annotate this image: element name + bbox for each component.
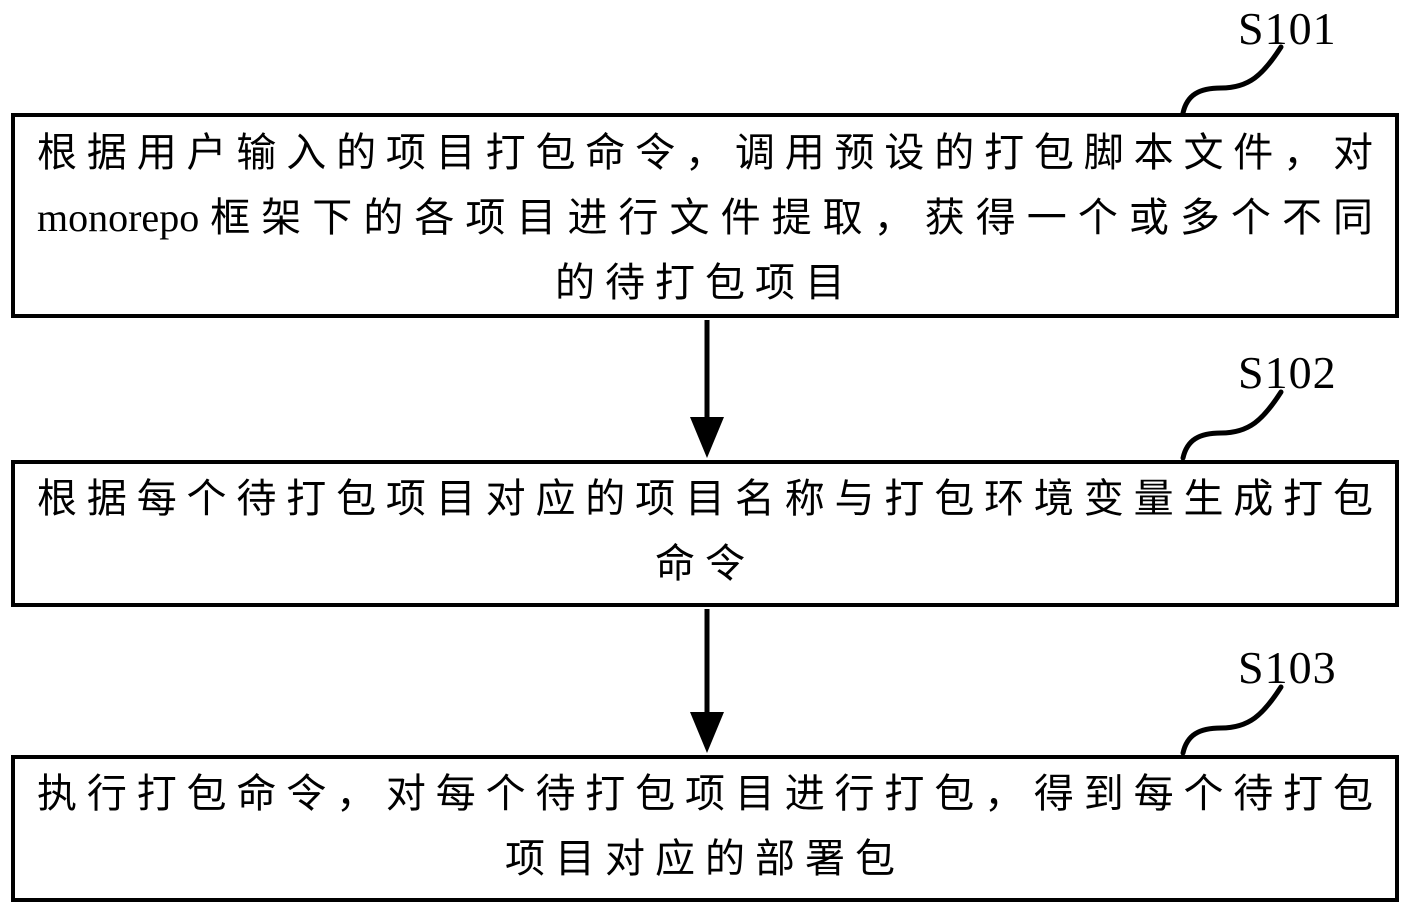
step-label-s101: S101 (1238, 3, 1337, 54)
step-text-line: 的待打包项目 (555, 260, 855, 305)
step-label-s102: S102 (1238, 347, 1337, 398)
step-box-s103: 执行打包命令，对每个待打包项目进行打包，得到每个待打包 项目对应的部署包 (11, 755, 1399, 902)
step-box-s101: 根据用户输入的项目打包命令，调用预设的打包脚本文件，对 monorepo框架下的… (11, 113, 1399, 318)
step-text-line: monorepo框架下的各项目进行文件提取，获得一个或多个不同 (37, 195, 1373, 240)
squiggle-connector-s102 (1180, 389, 1284, 461)
step-text-line: 命令 (655, 541, 755, 586)
squiggle-connector-s101 (1180, 44, 1284, 116)
step-label-s103: S103 (1238, 642, 1337, 693)
step-text-line: 根据用户输入的项目打包命令，调用预设的打包脚本文件，对 (37, 130, 1373, 175)
down-arrowhead-icon (690, 417, 724, 458)
squiggle-connector-s103 (1180, 684, 1284, 756)
step-box-s102: 根据每个待打包项目对应的项目名称与打包环境变量生成打包 命令 (11, 460, 1399, 607)
step-text-line: 根据每个待打包项目对应的项目名称与打包环境变量生成打包 (37, 476, 1373, 521)
step-text-line: 项目对应的部署包 (505, 836, 905, 881)
step-text-line: 执行打包命令，对每个待打包项目进行打包，得到每个待打包 (37, 771, 1373, 816)
down-arrowhead-icon (690, 712, 724, 753)
